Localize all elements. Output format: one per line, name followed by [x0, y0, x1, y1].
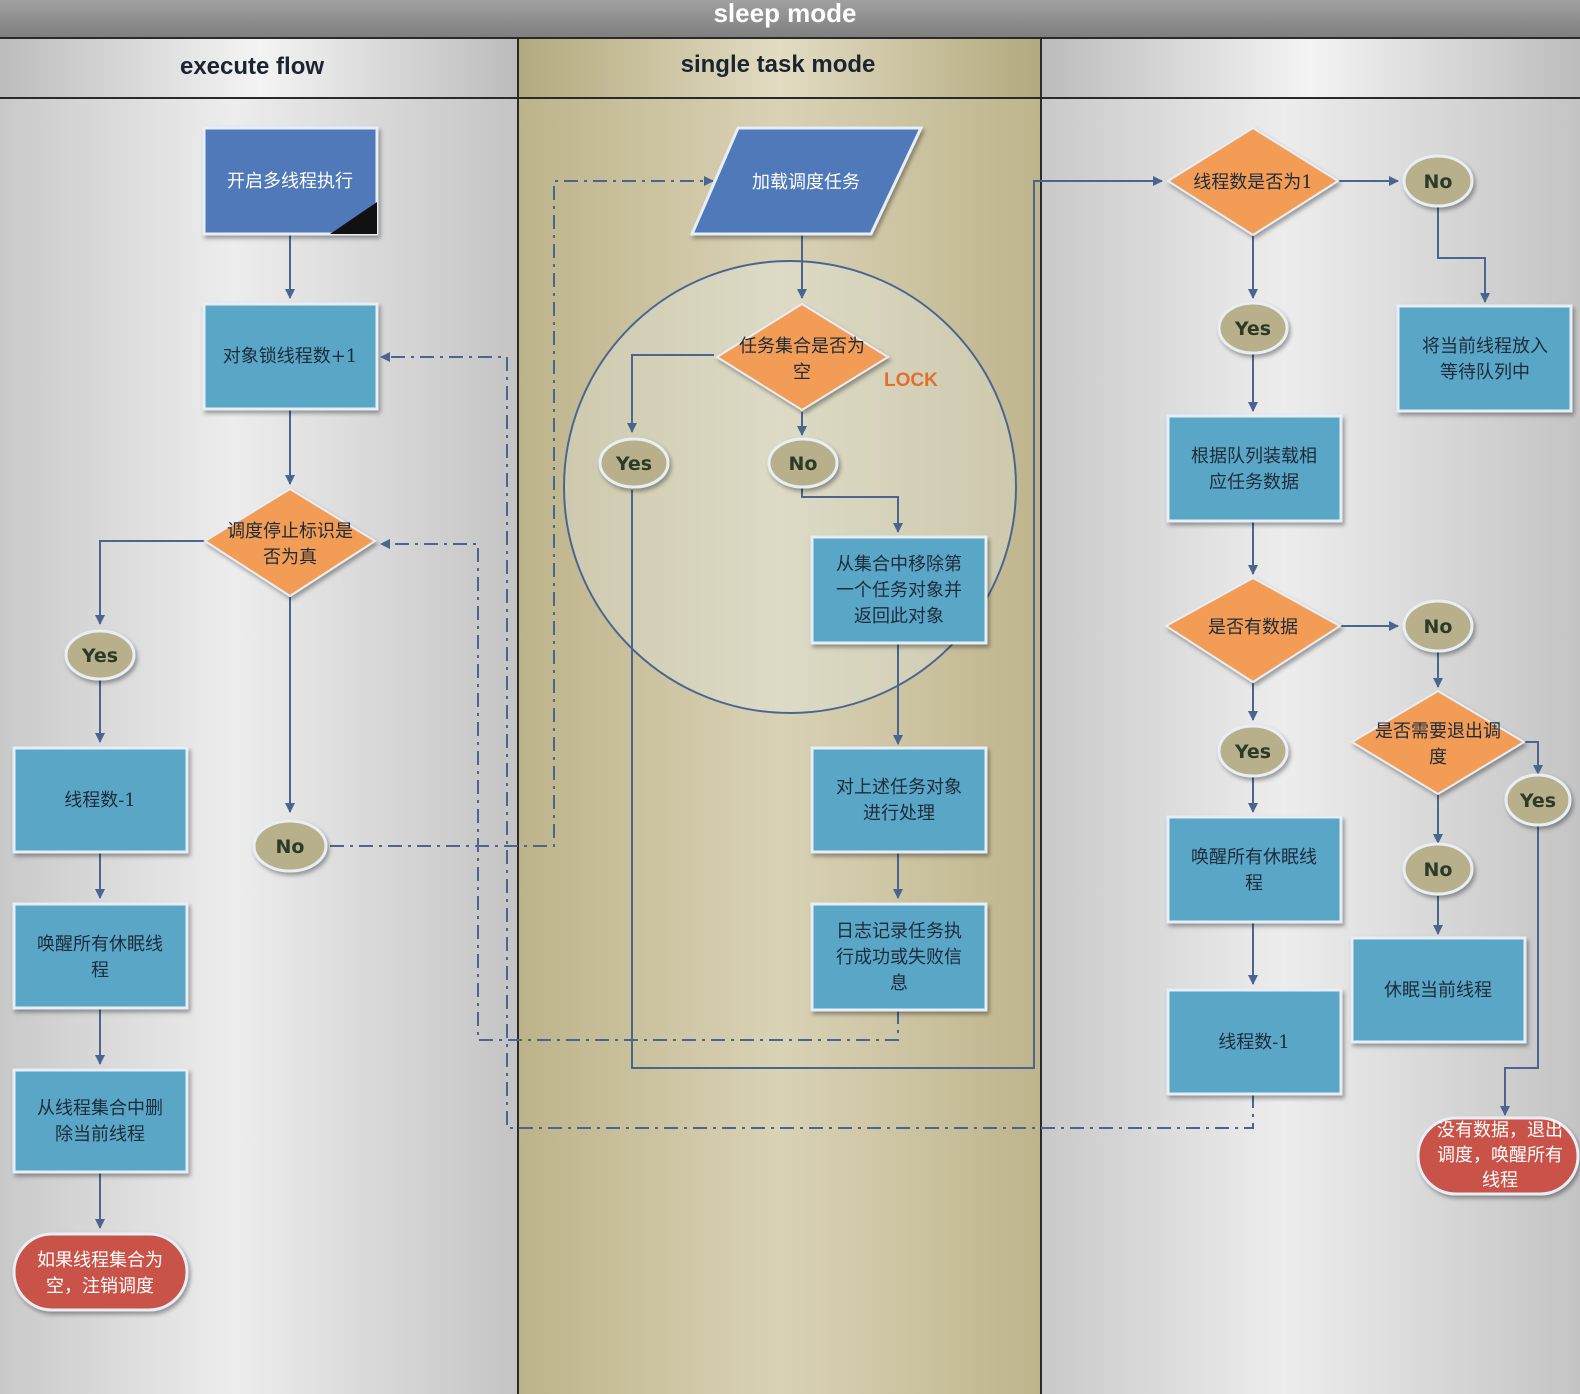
- oval-right-no-1: No: [1402, 154, 1474, 208]
- node-enqueue-label-1: 将当前线程放入: [1422, 336, 1548, 357]
- decision-has-data-label: 是否有数据: [1208, 617, 1298, 638]
- node-wake-all-2-label-2: 程: [1245, 873, 1263, 894]
- node-sleep-current: 休眠当前线程: [1350, 936, 1527, 1044]
- oval-right-yes-2-label: Yes: [1234, 741, 1271, 763]
- terminal-unregister-label-2: 空，注销调度: [46, 1276, 154, 1297]
- lane-title-middle: single task mode: [681, 51, 876, 78]
- oval-right-no-2-label: No: [1424, 616, 1453, 638]
- lane-header-left: [0, 38, 518, 98]
- lane-middle: [518, 38, 1041, 1394]
- decision-need-exit-label-2: 度: [1429, 747, 1447, 768]
- node-load-data: 根据队列装载相 应任务数据: [1166, 414, 1343, 523]
- lane-header-middle: [518, 38, 1041, 98]
- oval-right-yes-2: Yes: [1217, 724, 1289, 778]
- oval-right-yes-1: Yes: [1217, 301, 1289, 355]
- node-enqueue-label-2: 等待队列中: [1440, 362, 1530, 383]
- lane-title-left: execute flow: [180, 53, 324, 80]
- node-dec-thread-2-label: 线程数-1: [1218, 1032, 1290, 1053]
- terminal-no-data: 没有数据，退出 调度，唤醒所有 线程: [1416, 1116, 1580, 1196]
- node-dec-thread: 线程数-1: [12, 746, 189, 854]
- oval-right-no-1-label: No: [1424, 171, 1453, 193]
- node-process-label-1: 对上述任务对象: [836, 777, 962, 798]
- lock-label: LOCK: [884, 370, 938, 391]
- node-remove-thread-label-1: 从线程集合中删: [37, 1098, 163, 1119]
- oval-left-yes-label: Yes: [81, 645, 118, 667]
- oval-right-no-3-label: No: [1424, 859, 1453, 881]
- node-enqueue: 将当前线程放入 等待队列中: [1396, 304, 1573, 413]
- oval-left-no-label: No: [276, 836, 305, 858]
- decision-stop-flag: 调度停止标识是 否为真: [203, 487, 377, 598]
- terminal-no-data-label-2: 调度，唤醒所有: [1437, 1145, 1563, 1166]
- node-dec-thread-label: 线程数-1: [64, 790, 136, 811]
- top-title-bar: [0, 0, 1580, 38]
- lane-left: [0, 38, 518, 1394]
- node-lock-inc-label: 对象锁线程数+1: [223, 346, 358, 367]
- node-log-label-2: 行成功或失败信: [836, 947, 962, 968]
- node-wake-all: 唤醒所有休眠线 程: [12, 902, 189, 1010]
- terminal-unregister: 如果线程集合为 空，注销调度: [12, 1232, 189, 1312]
- node-load-data-label-1: 根据队列装载相: [1191, 446, 1317, 467]
- node-lock-inc: 对象锁线程数+1: [202, 302, 379, 411]
- node-remove-first-label-2: 一个任务对象并: [836, 580, 962, 601]
- decision-stop-flag-label-1: 调度停止标识是: [227, 521, 353, 542]
- node-start: 开启多线程执行: [202, 126, 379, 236]
- node-wake-all-2-label-1: 唤醒所有休眠线: [1191, 847, 1317, 868]
- decision-thread-one-label: 线程数是否为1: [1193, 172, 1312, 193]
- decision-need-exit-label-1: 是否需要退出调: [1375, 721, 1501, 742]
- decision-stop-flag-label-2: 否为真: [263, 547, 317, 568]
- oval-mid-no: No: [767, 437, 839, 489]
- node-load-task-label: 加载调度任务: [752, 172, 860, 193]
- terminal-unregister-label-1: 如果线程集合为: [37, 1250, 163, 1271]
- node-sleep-current-label: 休眠当前线程: [1384, 980, 1492, 1001]
- decision-task-empty-label-1: 任务集合是否为: [739, 336, 865, 357]
- oval-mid-yes: Yes: [598, 437, 670, 489]
- node-log-label-1: 日志记录任务执: [836, 921, 962, 942]
- oval-left-yes: Yes: [64, 629, 136, 681]
- node-remove-thread: 从线程集合中删 除当前线程: [12, 1068, 189, 1174]
- oval-mid-no-label: No: [789, 453, 818, 475]
- oval-right-no-3: No: [1402, 842, 1474, 896]
- lane-header-right: [1041, 38, 1580, 98]
- decision-has-data: 是否有数据: [1164, 576, 1342, 684]
- oval-right-yes-1-label: Yes: [1234, 318, 1271, 340]
- decision-task-empty-label-2: 空: [793, 362, 811, 383]
- node-load-data-label-2: 应任务数据: [1209, 472, 1299, 493]
- node-log: 日志记录任务执 行成功或失败信 息: [810, 902, 988, 1012]
- node-wake-all-2: 唤醒所有休眠线 程: [1166, 815, 1343, 924]
- node-log-label-3: 息: [890, 973, 908, 994]
- oval-right-yes-3: Yes: [1504, 773, 1572, 827]
- node-remove-first: 从集合中移除第 一个任务对象并 返回此对象: [810, 535, 988, 645]
- decision-task-empty: 任务集合是否为 空: [715, 302, 890, 412]
- node-load-task: 加载调度任务: [689, 126, 924, 236]
- node-wake-all-label-2: 程: [91, 960, 109, 981]
- node-start-label: 开启多线程执行: [227, 171, 353, 192]
- connectors: [95, 176, 1543, 1229]
- node-wake-all-label-1: 唤醒所有休眠线: [37, 934, 163, 955]
- terminal-no-data-label-1: 没有数据，退出: [1437, 1120, 1563, 1141]
- diagram-title: sleep mode: [713, 0, 856, 28]
- node-remove-thread-label-2: 除当前线程: [55, 1124, 145, 1145]
- decision-need-exit: 是否需要退出调 度: [1350, 689, 1526, 796]
- node-dec-thread-2: 线程数-1: [1166, 988, 1343, 1096]
- terminal-no-data-label-3: 线程: [1482, 1170, 1518, 1191]
- oval-right-yes-3-label: Yes: [1519, 790, 1556, 812]
- node-remove-first-label-1: 从集合中移除第: [836, 554, 962, 575]
- oval-right-no-2: No: [1402, 599, 1474, 653]
- decision-thread-one: 线程数是否为1: [1166, 126, 1340, 237]
- node-process-label-2: 进行处理: [863, 803, 935, 824]
- oval-left-no: No: [252, 819, 328, 873]
- node-remove-first-label-3: 返回此对象: [854, 606, 944, 627]
- node-process: 对上述任务对象 进行处理: [810, 746, 988, 854]
- oval-mid-yes-label: Yes: [615, 453, 652, 475]
